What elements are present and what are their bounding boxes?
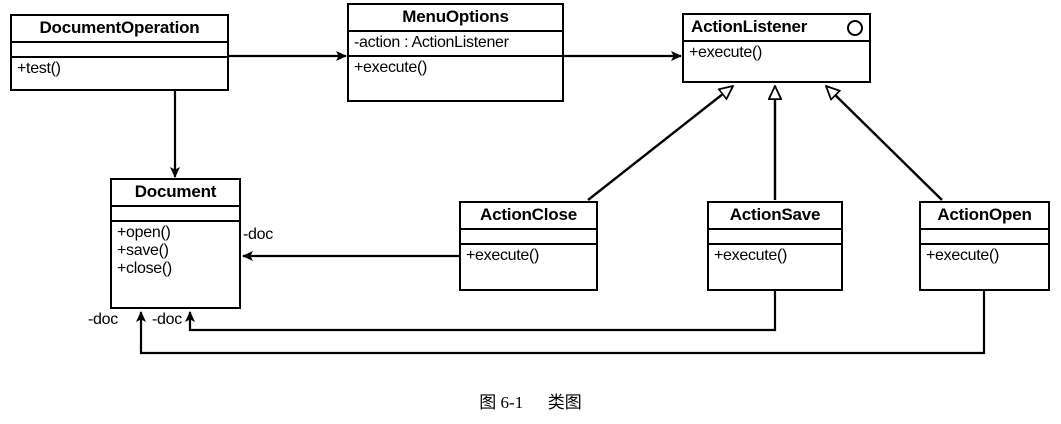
- class-box-actionsave[interactable]: ActionSave +execute(): [707, 201, 843, 291]
- class-operations-document: +open() +save() +close(): [112, 222, 239, 307]
- class-operations-actionclose: +execute(): [461, 245, 596, 289]
- class-attributes-actionopen: [921, 230, 1048, 245]
- class-operations-menuoptions: +execute(): [349, 57, 562, 100]
- edge-label-doc-close: -doc: [243, 226, 273, 243]
- class-box-document[interactable]: Document +open() +save() +close(): [110, 178, 241, 309]
- class-operations-documentoperation: +test(): [12, 58, 227, 89]
- figure-number: 图 6-1: [479, 393, 524, 412]
- operation-save: +save(): [117, 241, 169, 259]
- class-box-menuoptions[interactable]: MenuOptions -action : ActionListener +ex…: [347, 3, 564, 102]
- class-box-actionlistener[interactable]: ActionListener +execute(): [682, 13, 871, 83]
- class-name-document: Document: [112, 180, 239, 207]
- line-actionopen-to-document: [136, 291, 986, 355]
- figure-caption: 图 6-1 类图: [0, 388, 1061, 413]
- edge-label-doc-open: -doc: [88, 311, 118, 328]
- class-box-actionclose[interactable]: ActionClose +execute(): [459, 201, 598, 291]
- operation-execute: +execute(): [689, 44, 763, 61]
- class-attributes-actionsave: [709, 230, 841, 245]
- operation-execute: +execute(): [354, 59, 428, 76]
- operation-test: +test(): [17, 60, 61, 77]
- interface-circle-icon: [847, 19, 863, 36]
- class-attributes-actionclose: [461, 230, 596, 245]
- class-attributes-documentoperation: [12, 43, 227, 58]
- line-actionclose-to-actionlistener: [587, 86, 733, 201]
- operation-execute: +execute(): [714, 247, 788, 264]
- class-name-actionlistener: ActionListener: [684, 15, 869, 42]
- class-attributes-menuoptions: -action : ActionListener: [349, 32, 562, 57]
- line-actionopen-to-actionlistener: [826, 86, 943, 201]
- operation-open: +open(): [117, 224, 171, 241]
- operation-execute: +execute(): [466, 247, 540, 264]
- class-name-actionopen: ActionOpen: [921, 203, 1048, 230]
- operation-execute: +execute(): [926, 247, 1000, 264]
- class-name-documentoperation: DocumentOperation: [12, 16, 227, 43]
- class-name-actionsave: ActionSave: [709, 203, 841, 230]
- class-box-documentoperation[interactable]: DocumentOperation +test(): [10, 14, 229, 91]
- figure-title: 类图: [547, 393, 582, 412]
- class-operations-actionopen: +execute(): [921, 245, 1048, 289]
- class-box-actionopen[interactable]: ActionOpen +execute(): [919, 201, 1050, 291]
- operation-close: +close(): [117, 259, 172, 277]
- edge-label-doc-save: -doc: [152, 311, 182, 328]
- class-name-actionlistener-text: ActionListener: [691, 17, 808, 36]
- class-attributes-document: [112, 207, 239, 222]
- class-operations-actionsave: +execute(): [709, 245, 841, 289]
- class-operations-actionlistener: +execute(): [684, 42, 869, 81]
- line-actionsave-to-document: [185, 291, 777, 332]
- class-name-menuoptions: MenuOptions: [349, 5, 562, 32]
- class-name-actionclose: ActionClose: [461, 203, 596, 230]
